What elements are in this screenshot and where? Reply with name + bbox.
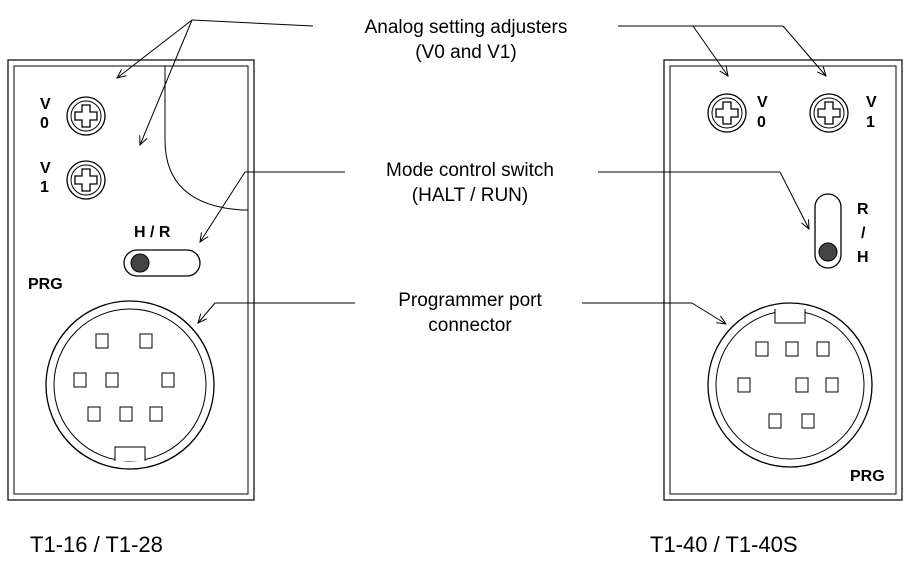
left-programmer-port-connector[interactable]: [45, 300, 215, 470]
port-pin: [105, 372, 119, 388]
v1-adjuster-screw-icon[interactable]: [66, 160, 106, 200]
v0-adjuster-screw-icon[interactable]: [66, 96, 106, 136]
port-pin: [816, 341, 830, 357]
mode-callout-line1: Mode control switch: [386, 160, 554, 181]
right-port-label: PRG: [850, 468, 885, 485]
right-v1-letter: V: [866, 94, 877, 111]
left-switch-label: H / R: [134, 224, 171, 241]
right-unit-caption: T1-40 / T1-40S: [650, 532, 798, 557]
v1-adjuster-screw-icon[interactable]: [809, 93, 849, 133]
panel-contour: [164, 66, 248, 211]
right-programmer-port-connector[interactable]: [707, 302, 873, 468]
port-pin: [825, 377, 839, 393]
port-pin: [139, 333, 153, 349]
right-switch-slash: /: [861, 225, 866, 242]
port-pin: [801, 413, 815, 429]
right-switch-h: H: [857, 249, 869, 266]
port-pin: [73, 372, 87, 388]
prg-callout-line1: Programmer port: [398, 290, 542, 311]
mode-leader-lines: [200, 171, 809, 242]
port-pin: [737, 377, 751, 393]
prg-callout-line2: connector: [428, 315, 512, 336]
port-pin: [768, 413, 782, 429]
right-v0-digit: 0: [757, 114, 766, 131]
left-v0-digit: 0: [40, 115, 49, 132]
port-pin: [161, 372, 175, 388]
right-v1-digit: 1: [866, 114, 875, 131]
left-port-label: PRG: [28, 276, 63, 293]
prg-leader-lines: [198, 302, 726, 324]
analog-leader-lines: [117, 19, 826, 145]
port-pin: [119, 406, 133, 422]
right-mode-switch[interactable]: [814, 193, 842, 269]
left-mode-switch[interactable]: [123, 249, 201, 277]
analog-callout-line2: (V0 and V1): [415, 42, 516, 63]
left-v1-letter: V: [40, 160, 51, 177]
port-pin: [755, 341, 769, 357]
port-pin: [149, 406, 163, 422]
left-v1-digit: 1: [40, 179, 49, 196]
left-unit-caption: T1-16 / T1-28: [30, 532, 163, 557]
analog-callout-line1: Analog setting adjusters: [365, 17, 568, 38]
right-v0-letter: V: [757, 94, 768, 111]
port-pin: [795, 377, 809, 393]
port-pin: [785, 341, 799, 357]
port-pin: [87, 406, 101, 422]
mode-callout-line2: (HALT / RUN): [412, 185, 528, 206]
port-pin: [95, 333, 109, 349]
right-switch-r: R: [857, 201, 869, 218]
left-v0-letter: V: [40, 96, 51, 113]
v0-adjuster-screw-icon[interactable]: [707, 93, 747, 133]
